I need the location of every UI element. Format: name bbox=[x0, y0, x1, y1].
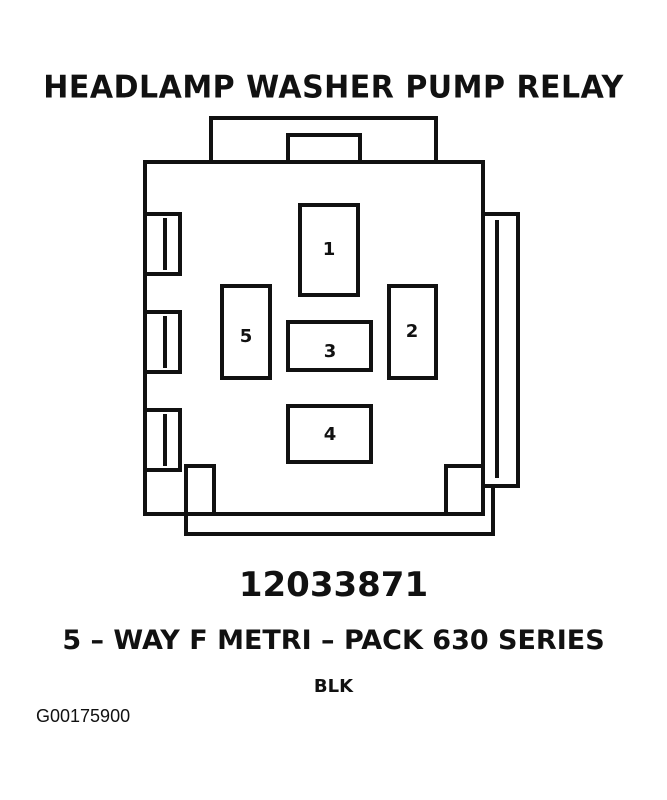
pin-1-cavity bbox=[298, 203, 360, 297]
pin-3-label: 3 bbox=[324, 341, 337, 362]
pin-4-cavity bbox=[286, 404, 373, 464]
diagram-title: HEADLAMP WASHER PUMP RELAY bbox=[43, 69, 624, 106]
figure-id: G00175900 bbox=[36, 706, 131, 726]
left-tab-top bbox=[143, 212, 182, 276]
bottom-left-tab bbox=[184, 464, 216, 516]
left-tab-bottom bbox=[143, 408, 182, 472]
pin-5-label: 5 bbox=[240, 326, 253, 347]
top-latch-tab bbox=[286, 133, 362, 164]
right-rib-outer bbox=[481, 212, 520, 488]
pin-2-label: 2 bbox=[406, 321, 419, 342]
connector-description: 5 – WAY F METRI – PACK 630 SERIES bbox=[62, 625, 605, 656]
pin-1-label: 1 bbox=[323, 239, 336, 260]
pin-2-cavity bbox=[387, 284, 438, 380]
top-latch bbox=[209, 116, 438, 164]
connector-color: BLK bbox=[313, 676, 354, 697]
left-tab-middle bbox=[143, 310, 182, 374]
bottom-flange bbox=[184, 486, 495, 536]
pin-4-label: 4 bbox=[324, 424, 337, 445]
part-number: 12033871 bbox=[238, 565, 429, 605]
bottom-right-tab bbox=[444, 464, 485, 516]
pin-3-cavity bbox=[286, 320, 373, 372]
pin-5-cavity bbox=[220, 284, 272, 380]
